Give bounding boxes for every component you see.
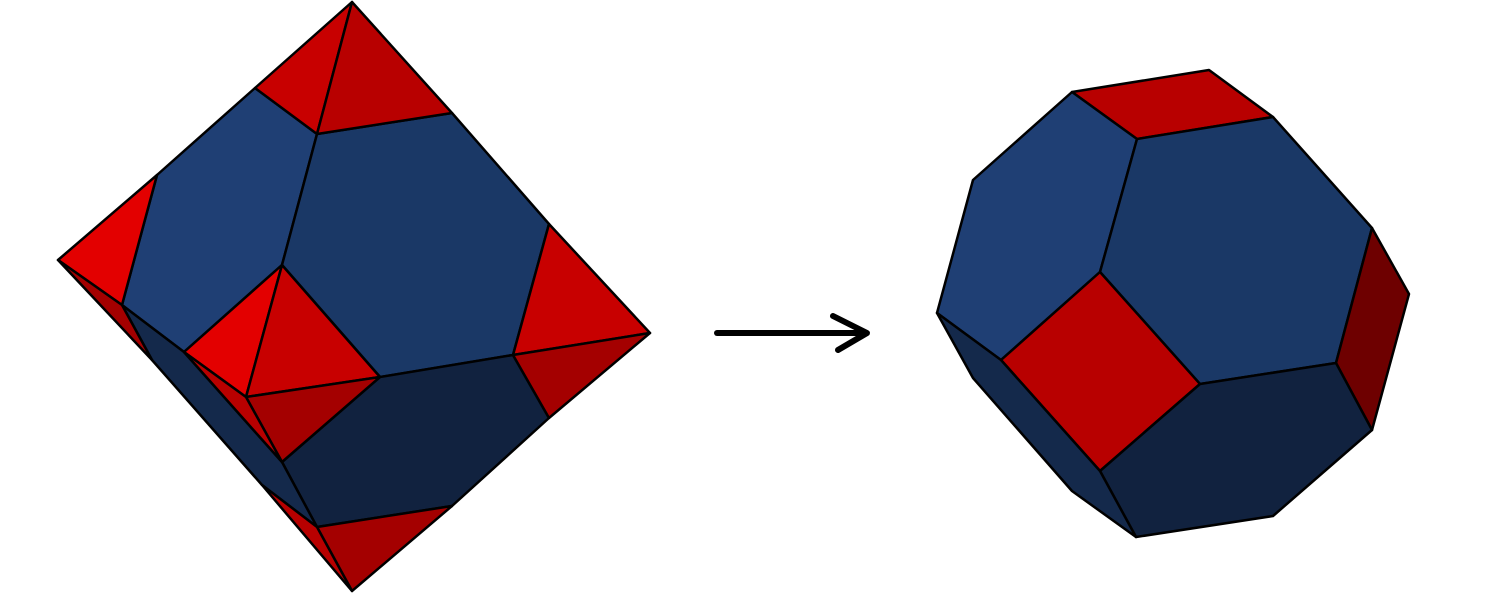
face-hex-lower-left xyxy=(935,311,1138,539)
face-bottom-sliver xyxy=(260,483,354,593)
arrow xyxy=(714,313,870,353)
face-front-sliver xyxy=(182,350,284,464)
face-right-triangle-lower xyxy=(511,331,652,420)
arrow-head xyxy=(830,313,870,353)
truncated-octahedron-partial xyxy=(56,0,652,593)
face-left-sliver xyxy=(56,258,154,362)
face-top-triangle-right xyxy=(315,0,454,136)
truncated-octahedron xyxy=(935,68,1411,539)
